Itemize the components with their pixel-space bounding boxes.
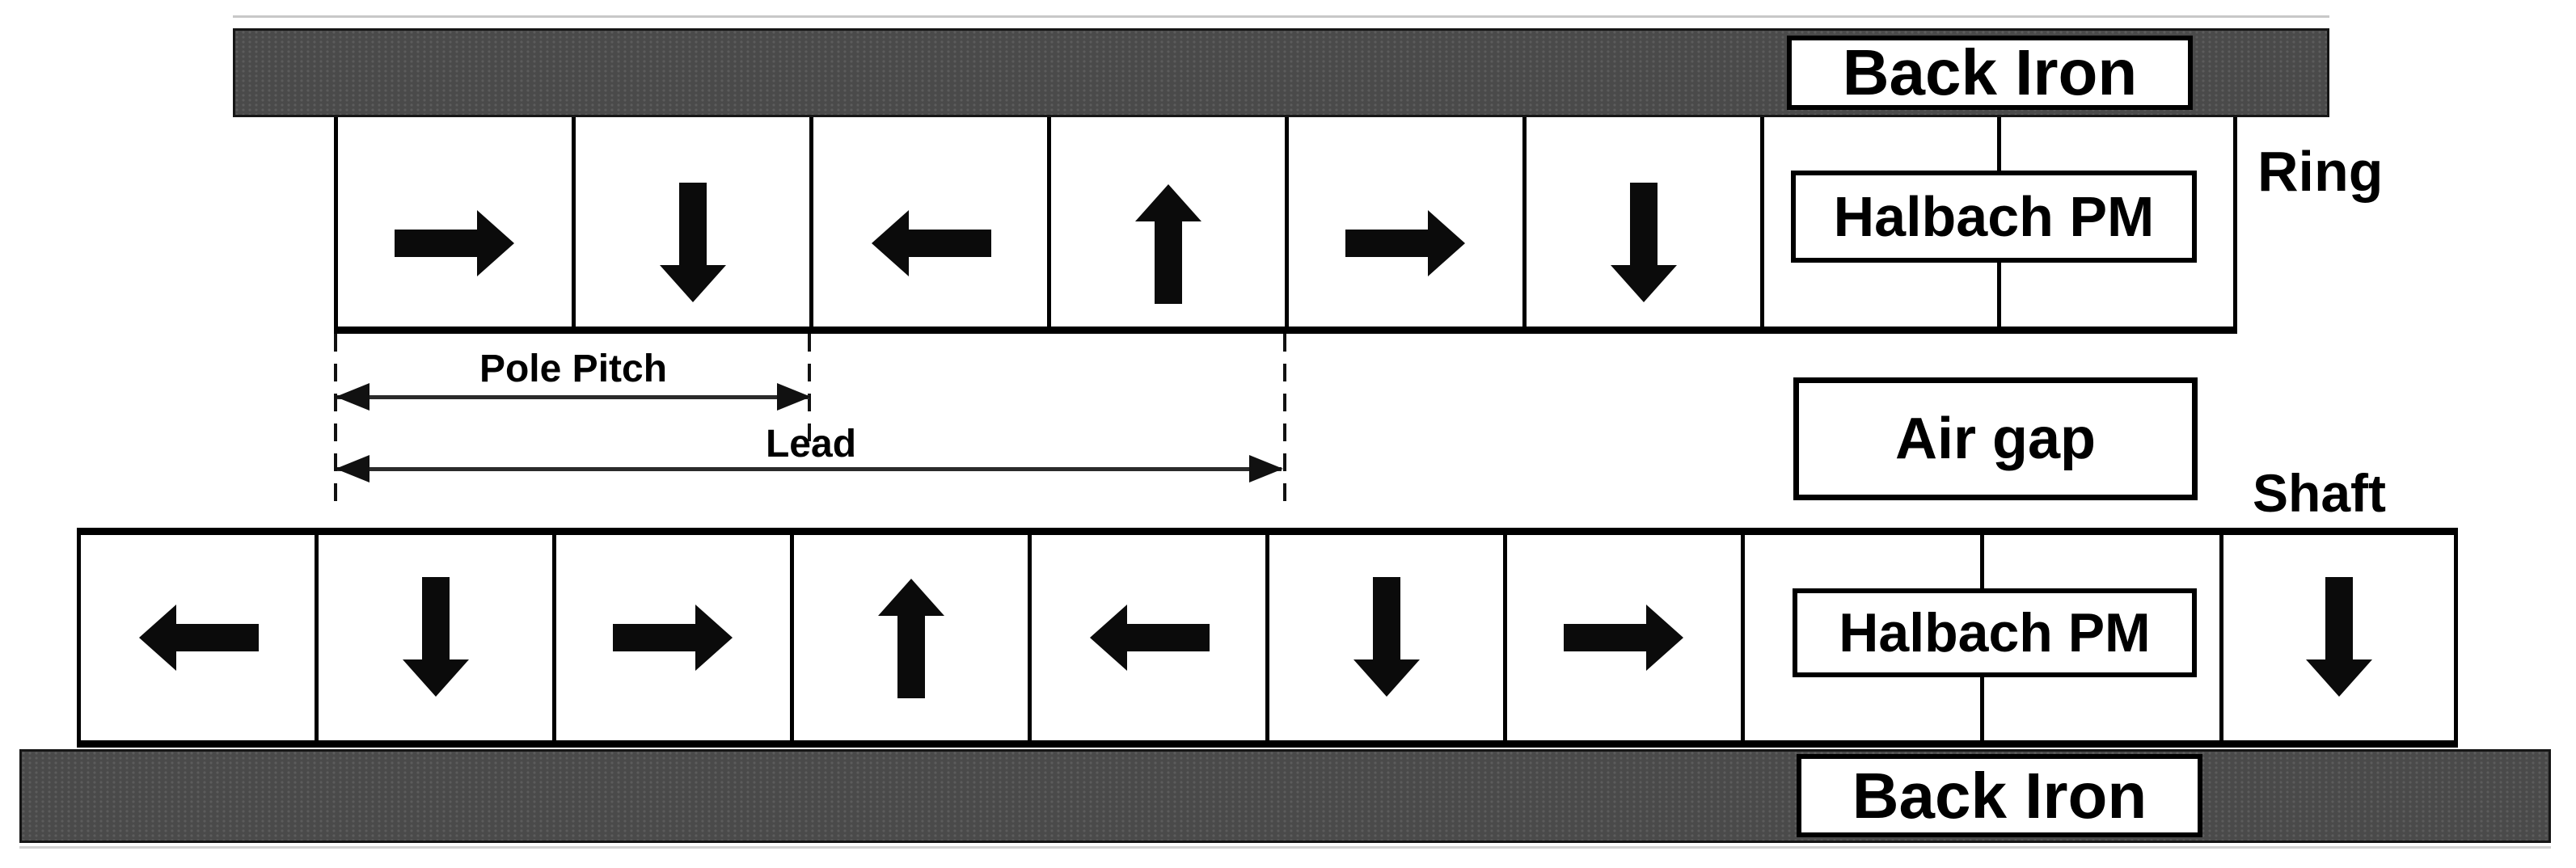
magnet-cell <box>556 535 794 740</box>
ring-back-iron-label: Back Iron <box>1842 36 2138 108</box>
magnet-cell <box>1269 535 1507 740</box>
magnet-cell <box>338 117 576 327</box>
magnet-cell <box>794 535 1032 740</box>
magnet-arrow-right-icon <box>394 209 514 276</box>
magnet-cell <box>1051 117 1289 327</box>
magnet-cell <box>1507 535 1745 740</box>
magnet-arrow-up-icon <box>1134 183 1201 304</box>
dashed-extension-line <box>1283 334 1286 510</box>
top-edge-line <box>233 15 2329 18</box>
shaft-end-magnet-cell <box>2219 535 2454 740</box>
magnet-cell <box>1527 117 1764 327</box>
magnet-arrow-up-icon <box>877 579 944 698</box>
ring-halbach-pm-label-box: Halbach PM <box>1791 171 2197 263</box>
magnet-arrow-left-icon <box>138 605 259 671</box>
magnet-cell <box>576 117 813 327</box>
shaft-back-iron-label: Back Iron <box>1852 759 2147 832</box>
magnet-arrow-right-icon <box>1345 209 1465 276</box>
magnet-arrow-right-icon <box>612 605 733 671</box>
magnet-arrow-right-icon <box>1563 605 1683 671</box>
ring-halbach-pm-label: Halbach PM <box>1833 185 2155 248</box>
magnet-cell <box>81 535 319 740</box>
magnet-cell <box>1289 117 1527 327</box>
pole-pitch-label: Pole Pitch <box>479 348 668 390</box>
shaft-back-iron-label-box: Back Iron <box>1797 754 2202 837</box>
dashed-extension-line <box>334 334 337 510</box>
magnet-arrow-down-icon <box>402 577 469 697</box>
magnet-arrow-left-icon <box>1089 605 1210 671</box>
magnet-arrow-down-icon <box>1610 182 1677 302</box>
shaft-label: Shaft <box>2253 463 2386 523</box>
magnet-cell <box>1032 535 1269 740</box>
ring-label: Ring <box>2257 140 2384 203</box>
shaft-halbach-pm-label: Halbach PM <box>1839 602 2151 664</box>
shaft-halbach-pm-label-box: Halbach PM <box>1793 588 2197 677</box>
air-gap-label-box: Air gap <box>1793 377 2198 500</box>
bottom-edge-line <box>19 846 2551 849</box>
magnet-cell <box>813 117 1051 327</box>
magnet-arrow-down-icon <box>1353 577 1420 697</box>
air-gap-label: Air gap <box>1894 407 2097 471</box>
magnet-arrow-down-icon <box>659 182 726 302</box>
magnet-arrow-down-icon <box>2305 577 2372 697</box>
ring-magnet-cells <box>338 117 1764 327</box>
shaft-magnet-row <box>77 528 2458 748</box>
lead-label: Lead <box>765 423 857 466</box>
magnet-arrow-left-icon <box>871 209 991 276</box>
lead-dimension-line <box>336 455 1283 482</box>
pole-pitch-dimension-line <box>336 383 811 411</box>
magnet-cell <box>319 535 556 740</box>
shaft-magnet-cells <box>81 535 1745 740</box>
ring-back-iron-label-box: Back Iron <box>1787 36 2193 110</box>
